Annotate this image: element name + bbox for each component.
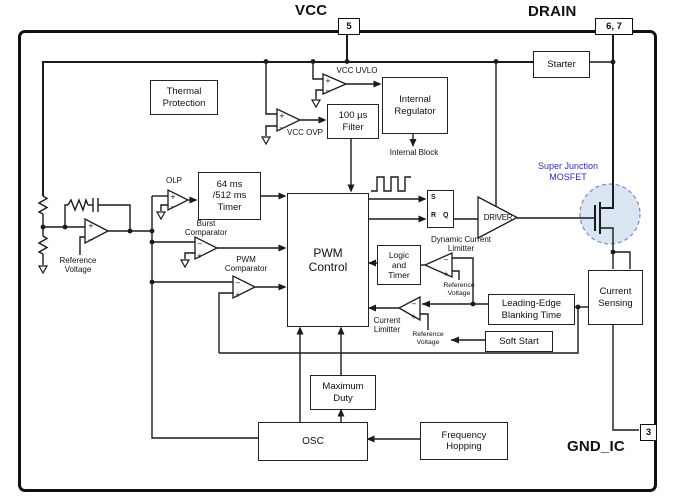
block-logic-and-timer: Logic and Timer (377, 245, 421, 285)
svg-text:+: + (411, 313, 417, 321)
svg-text:−: − (170, 203, 176, 211)
gnd-label: GND_IC (567, 438, 625, 455)
svg-text:−: − (325, 87, 331, 95)
svg-text:+: + (197, 252, 203, 260)
block-soft-start: Soft Start (485, 331, 553, 352)
block-sr-latch (427, 190, 454, 228)
block-olp-timer: 64 ms /512 ms Timer (198, 172, 261, 220)
pin-box-6-7: 6, 7 (595, 18, 633, 35)
reference-voltage-limiter-label: Reference Voltage (412, 331, 444, 346)
svg-text:−: − (279, 124, 285, 132)
svg-text:+: + (88, 222, 94, 230)
svg-text:+: + (279, 112, 285, 120)
vcc-ovp-label: VCC OVP (286, 128, 323, 137)
mosfet-highlight-circle (579, 183, 641, 245)
pwm-comparator-icon (232, 274, 257, 300)
internal-block-label: Internal Block (389, 148, 439, 157)
svg-text:−: − (235, 279, 241, 287)
vcc-uvlo-comparator-icon (322, 73, 348, 95)
burst-comparator-label: Burst Comparator (184, 219, 228, 237)
block-pwm-control: PWM Control (287, 193, 369, 327)
ic-outline (18, 30, 657, 492)
pulse-waveform-icon (371, 176, 411, 192)
mosfet-icon (594, 202, 631, 269)
svg-text:+: + (325, 77, 331, 85)
comparator-signs: + − + − − + − + + − + − − + − + (88, 77, 449, 321)
latch-s: S (431, 194, 436, 201)
block-leading-edge-blanking: Leading-Edge Blanking Time (488, 294, 575, 325)
burst-comparator-icon (194, 235, 219, 261)
block-thermal-protection: Thermal Protection (150, 80, 218, 115)
vcc-uvlo-label: VCC UVLO (336, 66, 378, 75)
resistor-icons (37, 195, 89, 255)
svg-text:−: − (197, 240, 203, 248)
block-internal-regulator: Internal Regulator (382, 77, 448, 134)
current-limiter-label: Current Limitter (373, 316, 401, 334)
driver-triangle-icon (477, 195, 519, 240)
super-junction-mosfet-label: Super Junction MOSFET (537, 161, 599, 182)
olp-label: OLP (165, 176, 182, 185)
dynamic-limiter-comparator-icon (423, 251, 453, 279)
block-frequency-hopping: Frequency Hopping (420, 422, 508, 460)
comparator-triangles (84, 73, 519, 322)
pin-box-5: 5 (338, 18, 360, 35)
junction-dots (40, 59, 616, 310)
block-osc: OSC (258, 422, 368, 461)
svg-text:−: − (88, 236, 94, 244)
reference-voltage-main-label: Reference Voltage (59, 256, 97, 274)
vcc-label: VCC (295, 2, 328, 19)
svg-text:−: − (411, 300, 417, 308)
pin-box-3: 3 (640, 424, 657, 441)
latch-r: R (431, 212, 437, 219)
svg-text:+: + (170, 193, 176, 201)
drain-label: DRAIN (528, 3, 577, 20)
reference-voltage-dynamic-label: Reference Voltage (443, 282, 475, 297)
olp-comparator-icon (167, 188, 190, 212)
pwm-comparator-label: PWM Comparator (224, 255, 268, 273)
driver-label: DRIVER (483, 213, 513, 222)
block-starter: Starter (533, 51, 590, 78)
svg-text:+: + (443, 270, 449, 278)
block-100us-filter: 100 µs Filter (327, 104, 379, 139)
vcc-ovp-comparator-icon (276, 107, 302, 133)
svg-text:−: − (443, 256, 449, 264)
current-limiter-comparator-icon (397, 295, 421, 322)
ground-icons (37, 99, 322, 275)
dynamic-current-limiter-label: Dynamic Current Limitter (430, 235, 491, 253)
svg-text:+: + (235, 291, 241, 299)
latch-q: Q (443, 212, 449, 219)
arrowheads (189, 80, 459, 443)
block-current-sensing: Current Sensing (588, 270, 643, 325)
block-maximum-duty: Maximum Duty (310, 375, 376, 410)
error-amp-icon (84, 217, 110, 245)
